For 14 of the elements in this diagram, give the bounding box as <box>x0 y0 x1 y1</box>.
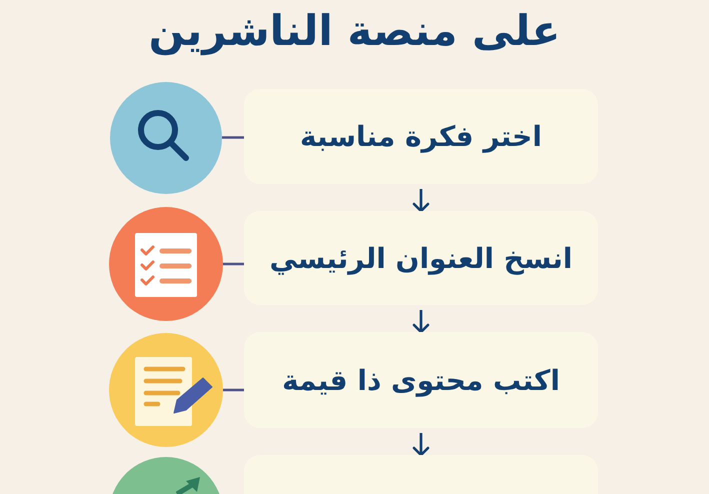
connector-line <box>223 262 244 266</box>
connector-line <box>223 388 244 392</box>
step-box: انسخ العنوان الرئيسي <box>244 211 598 305</box>
icon-circle <box>110 82 222 194</box>
step-box <box>244 455 598 494</box>
icon-circle <box>109 333 223 447</box>
icon-circle <box>109 207 223 321</box>
connector-line <box>222 136 244 139</box>
arrow <box>412 433 430 456</box>
step-box: اختر فكرة مناسبة <box>244 89 598 184</box>
arrow <box>412 310 430 334</box>
step-box: اكتب محتوى ذا قيمة <box>244 332 598 428</box>
title: على منصة الناشرين <box>148 6 560 56</box>
arrow <box>412 189 430 212</box>
